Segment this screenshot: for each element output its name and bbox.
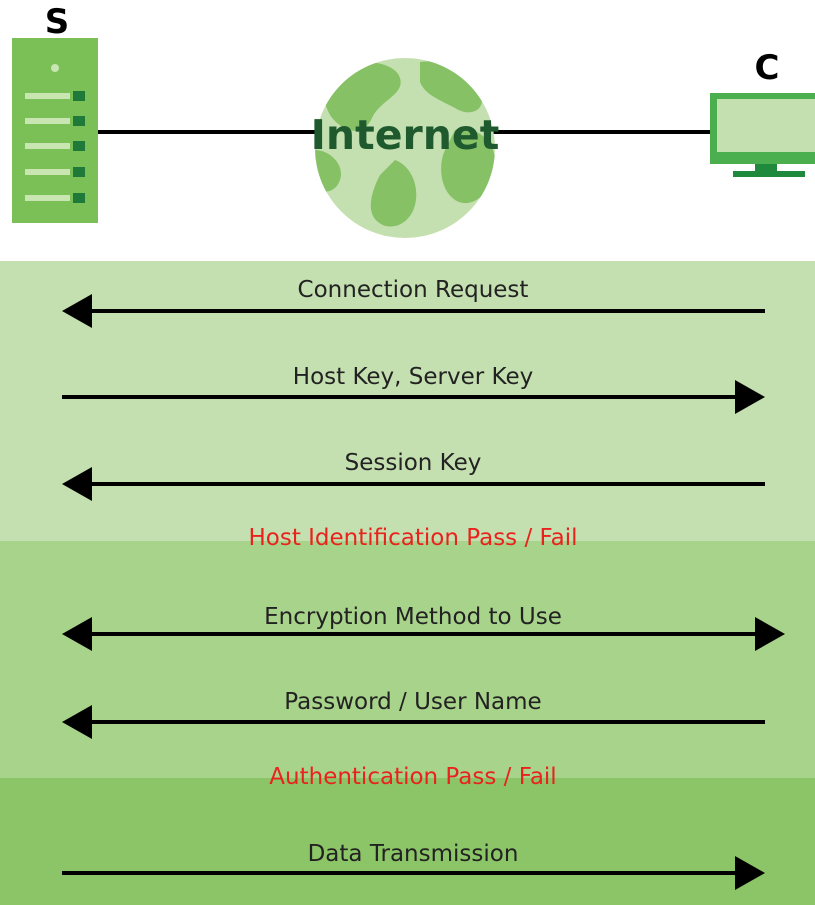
server-icon [12, 38, 98, 223]
server-slot [25, 141, 85, 151]
band-authentication [0, 541, 815, 778]
client-label: C [755, 48, 780, 88]
client-monitor-icon [710, 93, 815, 177]
server-slot [25, 167, 85, 177]
internet-label: Internet [311, 111, 500, 159]
server-slot [25, 91, 85, 101]
server-slot [25, 193, 85, 203]
message-label: Session Key [345, 450, 482, 476]
message-label: Data Transmission [308, 841, 519, 867]
server-slot [25, 116, 85, 126]
server-label: S [45, 2, 70, 42]
message-arrow [62, 705, 765, 739]
message-arrow [62, 617, 785, 651]
message-arrow [62, 380, 765, 414]
band-host-identification [0, 261, 815, 541]
message-label: Host Key, Server Key [293, 364, 533, 390]
message-label: Password / User Name [284, 689, 541, 715]
status-authentication: Authentication Pass / Fail [269, 764, 556, 790]
message-label: Connection Request [298, 277, 529, 303]
band-data [0, 778, 815, 905]
message-label: Encryption Method to Use [264, 604, 562, 630]
message-arrow [62, 856, 765, 890]
message-arrow [62, 294, 765, 328]
status-host-identification: Host Identification Pass / Fail [248, 525, 577, 551]
message-arrow [62, 467, 765, 501]
